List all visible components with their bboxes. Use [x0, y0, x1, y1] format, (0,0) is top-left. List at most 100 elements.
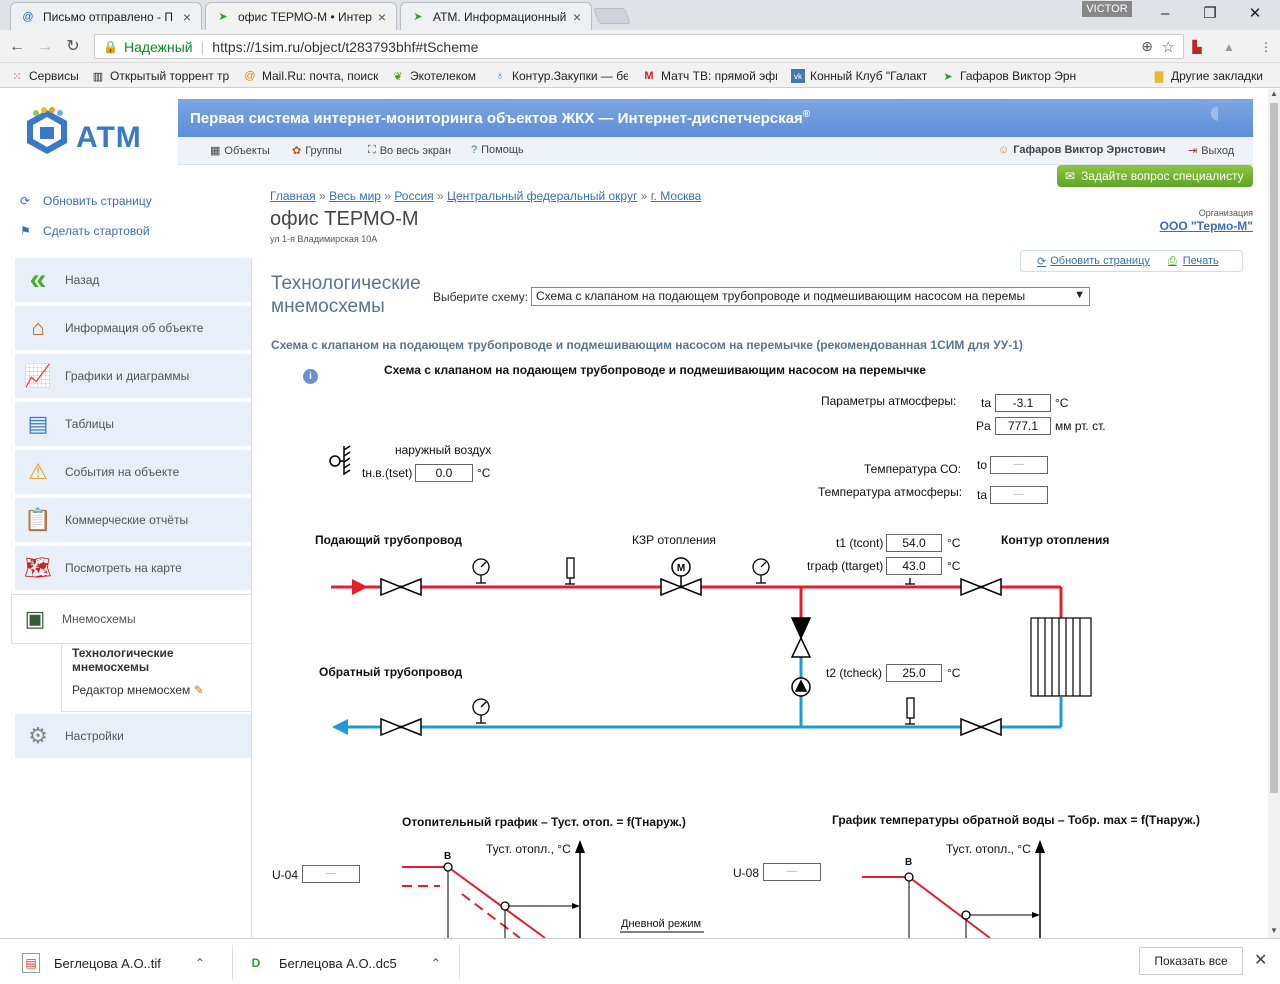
menu-groups[interactable]: ✿Группы — [292, 144, 342, 158]
refresh-icon: ⟳ — [1037, 255, 1047, 268]
select-value: Схема с клапаном на подающем трубопровод… — [536, 289, 1026, 303]
close-window-icon[interactable]: ✕ — [1248, 5, 1262, 22]
bookmark-torrent[interactable]: ▥Открытый торрент тр — [91, 67, 231, 85]
bookmark-star-icon[interactable]: ☆ — [1161, 38, 1175, 56]
bookmark-kontur[interactable]: ♁Контур.Закупки — бе — [493, 67, 628, 85]
menu-icon[interactable]: ⋮ — [1260, 40, 1272, 54]
vk-icon: vk — [791, 69, 805, 83]
refresh-page-link[interactable]: ⟳Обновить страницу — [20, 194, 152, 208]
sidebar-item-reports[interactable]: 📋Коммерческие отчёты — [15, 498, 251, 544]
ask-specialist-button[interactable]: ✉Задайте вопрос специалисту — [1057, 165, 1253, 187]
logout-link[interactable]: ⇥Выход — [1188, 144, 1234, 158]
sidebar-item-map[interactable]: 🗺Посмотреть на карте — [15, 546, 251, 592]
sidebar-item-settings[interactable]: ⚙Настройки — [15, 714, 251, 760]
tab-object[interactable]: ➤ офис ТЕРМО-М • Интер × — [205, 2, 397, 30]
tagline-text: Первая система интернет-мониторинга объе… — [190, 110, 803, 127]
sidebar-item-label: Информация об объекте — [65, 321, 204, 335]
close-icon[interactable]: × — [182, 8, 191, 25]
pdf-extension-icon[interactable]: ▙ — [1192, 40, 1202, 54]
show-all-downloads-button[interactable]: Показать все — [1139, 947, 1243, 975]
scheme-select[interactable]: Схема с клапаном на подающем трубопровод… — [531, 287, 1090, 306]
close-icon[interactable]: × — [572, 8, 581, 25]
tgraf-unit: °C — [947, 559, 961, 573]
forward-icon[interactable]: → — [37, 38, 53, 55]
sidebar-item-back[interactable]: «Назад — [15, 258, 251, 304]
breadcrumb-separator: » — [640, 189, 648, 203]
org-link[interactable]: ООО "Термо-М" — [1159, 219, 1253, 233]
restore-icon[interactable]: ❐ — [1203, 5, 1217, 22]
graph1-mode-label[interactable]: Дневной режим — [621, 918, 702, 930]
breadcrumb-link[interactable]: Весь мир — [329, 189, 381, 203]
scroll-up-icon[interactable]: ▲ — [1270, 89, 1278, 98]
to-label: to — [977, 458, 988, 472]
menu-fullscreen[interactable]: ⛶Во весь экран — [368, 144, 451, 157]
make-start-link[interactable]: ⚑Сделать стартовой — [20, 224, 150, 238]
sidebar-item-charts[interactable]: 📈 Графики и диаграммы — [15, 354, 251, 400]
scheme-title: Схема с клапаном на подающем трубопровод… — [271, 338, 1023, 352]
breadcrumb-link[interactable]: г. Москва — [650, 189, 702, 203]
sidebar-item-info[interactable]: ⌂Информация об объекте — [15, 306, 251, 352]
info-icon[interactable]: i — [303, 369, 318, 384]
new-tab-button[interactable] — [593, 8, 631, 24]
refresh-content-button[interactable]: ⟳Обновить страницу — [1037, 255, 1150, 268]
outdoor-air-label: наружный воздух — [395, 443, 492, 457]
bookmark-mailru[interactable]: @Mail.Ru: почта, поиск — [243, 67, 378, 85]
close-icon[interactable]: × — [377, 8, 386, 25]
back-icon[interactable]: ← — [9, 38, 25, 55]
printer-icon: ⎙ — [1167, 254, 1177, 267]
print-button[interactable]: ⎙Печать — [1168, 255, 1219, 268]
bookmark-label: Другие закладки — [1171, 69, 1263, 83]
reload-icon[interactable]: ↻ — [66, 38, 80, 55]
refresh-icon: ⟳ — [20, 194, 31, 208]
chevron-up-icon[interactable]: ⌃ — [194, 956, 205, 970]
bookmark-other[interactable]: ▇Другие закладки — [1152, 67, 1268, 85]
window-user-badge: VICTOR — [1082, 1, 1132, 17]
tab-atm[interactable]: ➤ АТМ. Информационный × — [400, 2, 592, 30]
breadcrumb-link[interactable]: Центральный федеральный округ — [447, 189, 638, 203]
breadcrumb-link[interactable]: Главная — [270, 189, 316, 203]
bookmark-gafarov[interactable]: ➤ Гафаров Виктор Эрн — [941, 67, 1078, 85]
bookmark-label: Гафаров Виктор Эрн — [960, 69, 1077, 83]
bookmark-services[interactable]: ⁙Сервисы — [10, 67, 85, 85]
sidebar-item-label: Коммерческие отчёты — [65, 513, 189, 527]
sidebar-item-label: Таблицы — [65, 417, 115, 431]
t2-unit: °C — [947, 666, 961, 680]
atm-icon: ➤ — [413, 11, 423, 23]
close-downloads-icon[interactable]: ✕ — [1254, 952, 1268, 969]
download-item-tif[interactable]: ▤ Беглецова А.О..tif ⌃ — [22, 949, 205, 977]
minimize-icon[interactable]: – — [1160, 5, 1170, 22]
zoom-icon[interactable]: ⊕ — [1141, 38, 1153, 54]
gear-icon: ⚙ — [28, 723, 48, 748]
table-icon: ▤ — [27, 411, 49, 436]
sidebar-item-mnemo[interactable]: ▣Мнемосхемы — [11, 594, 251, 644]
submenu-tech-mnemo[interactable]: Технологические мнемосхемы — [72, 646, 174, 674]
sidebar-item-label: Графики и диаграммы — [65, 369, 190, 383]
user-name[interactable]: ☺Гафаров Виктор Эрнстович — [998, 144, 1166, 156]
drive-extension-icon[interactable]: ▲ — [1223, 40, 1235, 54]
scrollbar-thumb[interactable] — [1270, 103, 1278, 793]
tab-mail[interactable]: @ Письмо отправлено - П × — [10, 2, 202, 30]
map-icon: 🗺 — [24, 555, 52, 580]
chevron-up-icon[interactable]: ⌃ — [430, 956, 441, 970]
chart-icon: 📈 — [24, 363, 52, 388]
vertical-scrollbar[interactable]: ▲ ▼ — [1268, 89, 1280, 938]
graph1-u-value: — — [302, 865, 360, 883]
sidebar-item-tables[interactable]: ▤ Таблицы — [15, 402, 251, 448]
breadcrumb-separator: » — [384, 189, 391, 203]
atm-icon: ➤ — [943, 70, 953, 83]
atm-logo[interactable]: ATM — [22, 107, 162, 165]
bookmark-ecotelecom[interactable]: ❦Экотелеком — [391, 67, 483, 85]
dropdown-arrow-icon: ▼ — [1074, 289, 1085, 301]
download-item-dc5[interactable]: D Беглецова А.О..dc5 ⌃ — [247, 949, 441, 977]
menu-help[interactable]: ?Помощь — [471, 144, 524, 156]
sidebar-item-events[interactable]: ⚠События на объекте — [15, 450, 251, 496]
menu-objects[interactable]: ▦Объекты — [210, 144, 270, 158]
submenu-mnemo-editor[interactable]: Редактор мнемосхем ✎ — [72, 683, 204, 697]
scroll-down-icon[interactable]: ▼ — [1270, 926, 1278, 935]
breadcrumb-link[interactable]: Россия — [394, 189, 434, 203]
sidebar-item-label: Мнемосхемы — [62, 612, 136, 626]
url-field[interactable]: 🔒 Надежный | https://1sim.ru/object/t283… — [94, 34, 1184, 59]
